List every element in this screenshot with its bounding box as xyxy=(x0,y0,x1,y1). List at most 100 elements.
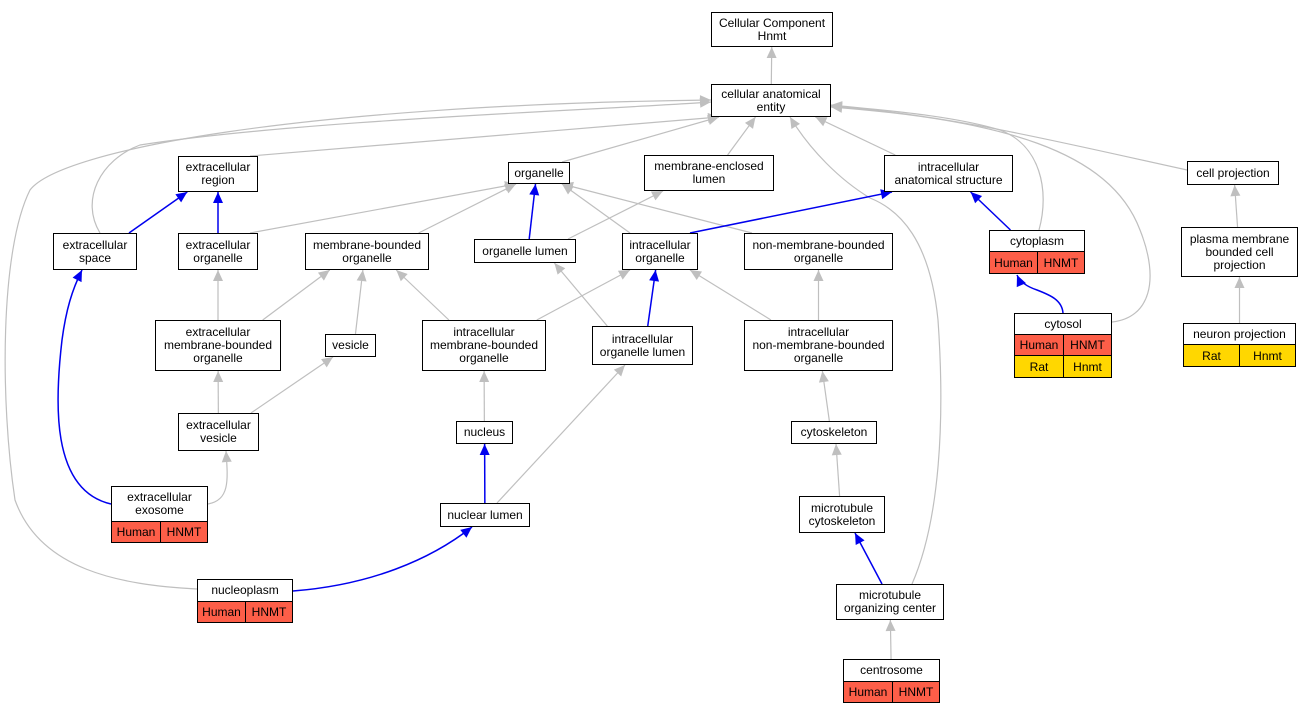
node-cytoplasm[interactable]: cytoplasm xyxy=(989,230,1085,252)
annotation-nucleoplasm: Human HNMT xyxy=(197,601,293,623)
species-cell: Human xyxy=(989,251,1038,274)
node-intracellular-membrane-bounded-organelle[interactable]: intracellular membrane-bounded organelle xyxy=(422,320,546,371)
annotation-centrosome: Human HNMT xyxy=(843,681,940,703)
node-nucleoplasm[interactable]: nucleoplasm xyxy=(197,579,293,602)
gene-cell: HNMT xyxy=(1037,251,1085,274)
edge-es-to-er xyxy=(128,191,188,234)
node-intracellular-anatomical-structure[interactable]: intracellular anatomical structure xyxy=(884,155,1013,192)
node-intracellular-organelle[interactable]: intracellular organelle xyxy=(622,233,698,270)
node-cell-projection[interactable]: cell projection xyxy=(1187,161,1279,185)
annotation-neuron-projection: Rat Hnmt xyxy=(1183,344,1296,367)
node-microtubule-organizing-center[interactable]: microtubule organizing center xyxy=(836,584,944,620)
edge-arrowhead xyxy=(617,270,630,280)
edge-arrowhead xyxy=(479,444,490,456)
edge-imbo-to-mbo xyxy=(395,269,450,321)
edge-arrowhead xyxy=(831,444,842,456)
node-membrane-bounded-organelle[interactable]: membrane-bounded organelle xyxy=(305,233,429,270)
edge-arrowhead xyxy=(885,620,896,632)
node-extracellular-exosome[interactable]: extracellular exosome xyxy=(111,486,208,522)
edge-eo-to-organelle xyxy=(249,183,517,234)
node-root[interactable]: Cellular Component Hnmt xyxy=(711,12,833,47)
edge-arrowhead xyxy=(460,527,472,538)
node-nucleus[interactable]: nucleus xyxy=(456,421,513,444)
edge-arrowhead xyxy=(356,270,367,282)
edge-arrowhead xyxy=(175,192,188,203)
edge-arrowhead xyxy=(970,192,983,204)
edge-cytosol-to-cyto xyxy=(1016,274,1064,314)
edge-arrowhead xyxy=(831,102,843,113)
edge-cytosol-to-cae xyxy=(830,106,1151,323)
edge-arrowhead xyxy=(317,270,330,281)
node-extracellular-vesicle[interactable]: extracellular vesicle xyxy=(178,413,259,451)
edge-ol-to-mel xyxy=(567,190,664,240)
edge-arrowhead xyxy=(554,263,566,275)
edge-arrowhead xyxy=(1234,277,1245,288)
node-extracellular-region[interactable]: extracellular region xyxy=(178,156,258,192)
node-extracellular-membrane-bounded-organelle[interactable]: extracellular membrane-bounded organelle xyxy=(155,320,281,371)
edge-nmbo-to-organelle xyxy=(561,183,753,234)
node-plasma-membrane-bounded-cell-projection[interactable]: plasma membrane bounded cell projection xyxy=(1181,227,1298,277)
edge-arrowhead xyxy=(479,371,490,383)
species-cell: Rat xyxy=(1014,355,1064,378)
edge-arrowhead xyxy=(1230,185,1241,197)
node-cytoskeleton[interactable]: cytoskeleton xyxy=(791,421,877,444)
node-organelle-lumen[interactable]: organelle lumen xyxy=(474,239,576,263)
edge-ias-to-cae xyxy=(815,116,896,156)
node-cytosol[interactable]: cytosol xyxy=(1014,313,1112,335)
edge-arrowhead xyxy=(213,270,223,281)
edge-arrowhead xyxy=(1016,275,1026,288)
edge-arrowhead xyxy=(766,47,777,59)
edge-inmbo-to-io xyxy=(689,269,772,321)
node-membrane-enclosed-lumen[interactable]: membrane-enclosed lumen xyxy=(644,155,774,191)
edge-arrowhead xyxy=(529,184,540,196)
node-vesicle[interactable]: vesicle xyxy=(325,334,376,357)
gene-cell: HNMT xyxy=(1063,334,1112,356)
edge-ev-to-vesicle xyxy=(250,356,334,414)
edge-arrowhead xyxy=(790,117,800,129)
edge-arrowhead xyxy=(213,192,223,203)
node-extracellular-organelle[interactable]: extracellular organelle xyxy=(178,233,258,270)
edge-exo-to-es xyxy=(57,269,112,505)
edge-mtoc-to-cae xyxy=(789,116,942,585)
annotation-cytosol-rat: Rat Hnmt xyxy=(1014,355,1112,378)
edge-arrowhead xyxy=(396,270,408,282)
edge-arrowhead xyxy=(503,184,516,194)
node-extracellular-space[interactable]: extracellular space xyxy=(53,233,137,270)
node-intracellular-organelle-lumen[interactable]: intracellular organelle lumen xyxy=(592,326,693,365)
edge-imbo-to-io xyxy=(536,269,631,321)
gene-cell: HNMT xyxy=(245,601,293,623)
edge-cp-to-cae xyxy=(830,105,1188,171)
edge-iol-to-ol xyxy=(553,262,608,327)
edge-arrowhead xyxy=(213,371,224,383)
edge-io-to-organelle xyxy=(561,183,631,234)
species-cell: Rat xyxy=(1183,344,1240,367)
node-organelle[interactable]: organelle xyxy=(508,162,570,184)
node-centrosome[interactable]: centrosome xyxy=(843,659,940,682)
edge-io-to-ias xyxy=(689,191,893,234)
edge-arrowhead xyxy=(818,371,829,383)
annotation-cytosol-human: Human HNMT xyxy=(1014,334,1112,356)
species-cell: Human xyxy=(197,601,246,623)
edge-nl-to-iol xyxy=(496,364,626,504)
species-cell: Human xyxy=(843,681,893,703)
edge-arrowhead xyxy=(707,115,719,125)
edge-arrowhead xyxy=(650,191,663,201)
node-intracellular-non-membrane-bounded-organelle[interactable]: intracellular non-membrane-bounded organ… xyxy=(744,320,893,371)
edge-nucleo-to-nl xyxy=(292,526,473,592)
edge-arrowhead xyxy=(72,270,82,283)
edge-arrowhead xyxy=(221,451,232,463)
species-cell: Human xyxy=(111,521,161,543)
edge-nucleo-to-cae xyxy=(4,99,712,590)
edge-arrowhead xyxy=(690,270,702,281)
node-nuclear-lumen[interactable]: nuclear lumen xyxy=(440,503,530,527)
node-microtubule-cytoskeleton[interactable]: microtubule cytoskeleton xyxy=(799,496,885,533)
gene-cell: Hnmt xyxy=(1063,355,1112,378)
node-neuron-projection[interactable]: neuron projection xyxy=(1183,323,1296,345)
edge-organelle-to-cae xyxy=(561,116,720,163)
edge-arrowhead xyxy=(813,270,824,281)
node-non-membrane-bounded-organelle[interactable]: non-membrane-bounded organelle xyxy=(744,233,893,270)
edge-arrowhead xyxy=(699,95,711,106)
node-cellular-anatomical-entity[interactable]: cellular anatomical entity xyxy=(711,84,831,117)
